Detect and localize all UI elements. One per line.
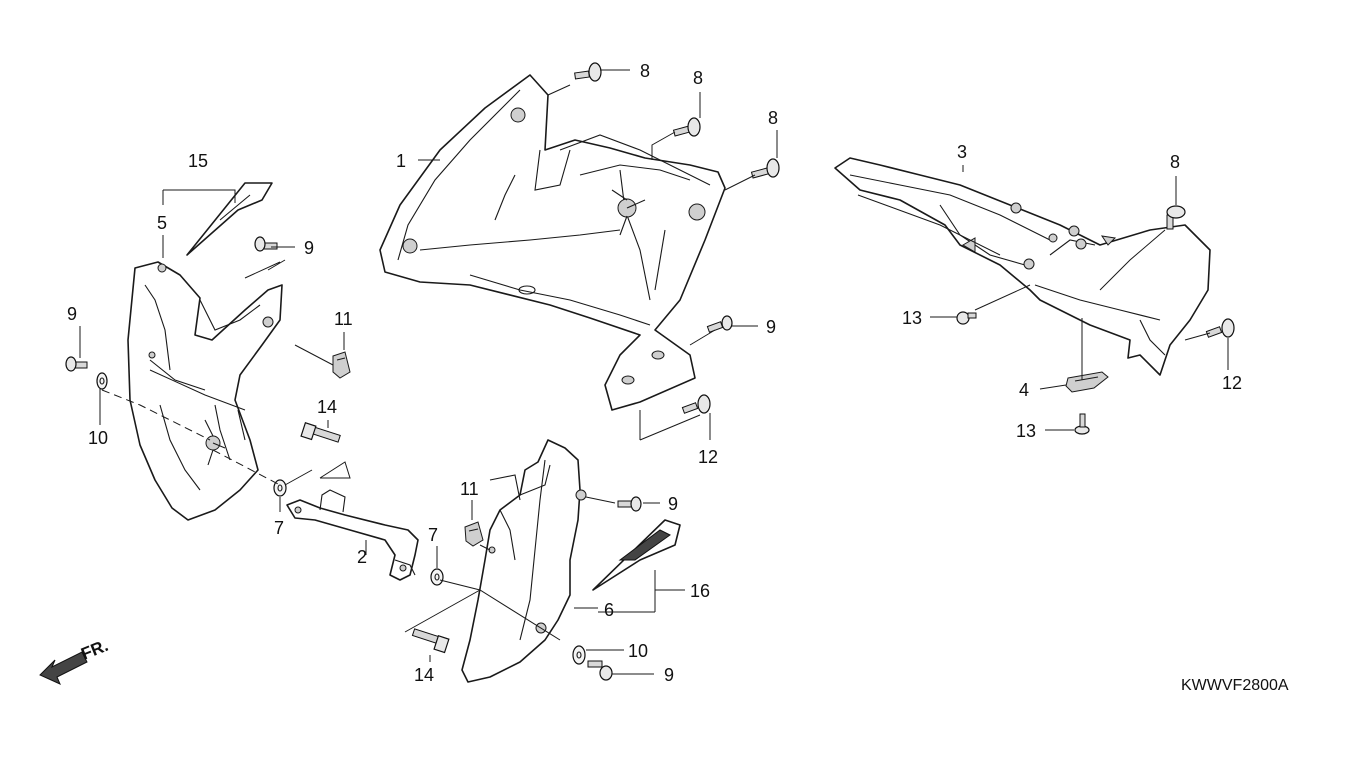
part-5-left-cover <box>127 261 283 521</box>
callout-16: 16 <box>690 581 710 601</box>
part-1-inner-cover <box>379 74 726 411</box>
bolt-12-a <box>681 394 711 414</box>
callout-labels: 1 2 3 4 5 6 7 7 8 8 8 8 9 9 9 9 9 10 10 … <box>67 61 1242 685</box>
screw-13-b <box>1074 413 1090 435</box>
bolt-12-b <box>1205 318 1235 338</box>
callout-12-a: 12 <box>698 447 718 467</box>
callout-5: 5 <box>157 213 167 233</box>
part-2-bracket <box>286 489 419 581</box>
callout-11-a: 11 <box>334 309 353 329</box>
washer-10-a <box>96 372 108 390</box>
callout-9-d: 9 <box>668 494 678 514</box>
callout-14-a: 14 <box>317 397 337 417</box>
bolt-8-d <box>1166 205 1186 230</box>
bolt-14-b <box>411 628 450 654</box>
part-3-upper-cover <box>834 157 1211 376</box>
bolt-8-a <box>574 62 602 82</box>
bolt-9-a <box>254 236 278 252</box>
callout-8-a: 8 <box>640 61 650 81</box>
callout-1: 1 <box>396 151 406 171</box>
washer-7-b <box>430 568 444 586</box>
washer-10-b <box>572 645 586 665</box>
bolt-8-c <box>750 158 780 179</box>
callout-10-b: 10 <box>628 641 648 661</box>
callout-3: 3 <box>957 142 967 162</box>
callout-2: 2 <box>357 547 367 567</box>
callout-11-b: 11 <box>460 479 479 499</box>
bolt-9-d <box>617 496 642 512</box>
leader-lines <box>79 69 1229 675</box>
bolt-14-a <box>300 422 341 443</box>
bolt-9-e <box>587 660 613 681</box>
callout-13-b: 13 <box>1016 421 1036 441</box>
callout-4: 4 <box>1019 380 1029 400</box>
callout-13-a: 13 <box>902 308 922 328</box>
diagram-code: KWWVF2800A <box>1181 677 1289 694</box>
callout-6: 6 <box>604 600 614 620</box>
callout-8-b: 8 <box>693 68 703 88</box>
callout-14-b: 14 <box>414 665 434 685</box>
bolt-9-b <box>65 356 88 372</box>
callout-15: 15 <box>188 151 208 171</box>
callout-9-a: 9 <box>304 238 314 258</box>
callout-7-b: 7 <box>428 525 438 545</box>
callout-7-a: 7 <box>274 518 284 538</box>
callout-10-a: 10 <box>88 428 108 448</box>
part-4-clip <box>1065 371 1109 393</box>
callout-8-d: 8 <box>1170 152 1180 172</box>
part-16-film <box>592 519 681 591</box>
front-direction-arrow: FR. <box>39 636 111 685</box>
callout-12-b: 12 <box>1222 373 1242 393</box>
callout-9-c: 9 <box>766 317 776 337</box>
front-label: FR. <box>78 636 111 664</box>
callout-8-c: 8 <box>768 108 778 128</box>
bolt-8-b <box>672 117 701 137</box>
part-11-clip-nut-b <box>464 521 484 547</box>
part-11-clip-nut-a <box>332 351 351 379</box>
callout-9-b: 9 <box>67 304 77 324</box>
part-6-right-cover <box>461 439 587 683</box>
screw-13-a <box>956 311 977 325</box>
callout-9-e: 9 <box>664 665 674 685</box>
bolt-9-c <box>706 315 733 333</box>
washer-7-a <box>273 479 287 497</box>
